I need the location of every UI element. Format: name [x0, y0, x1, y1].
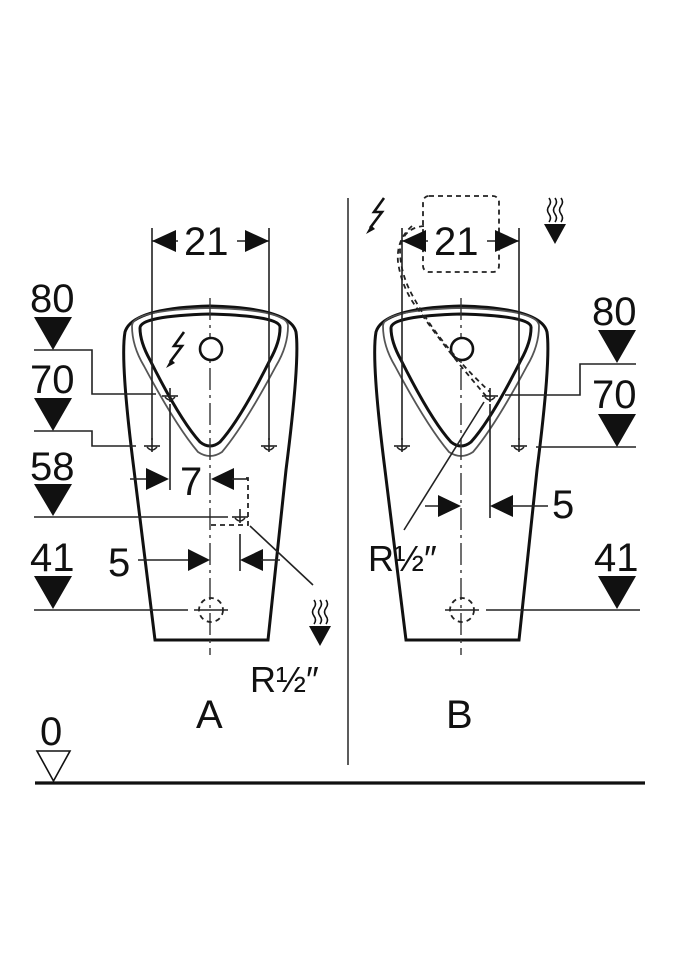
width-dimension-a: 21	[184, 220, 229, 264]
fixing-point	[393, 437, 411, 453]
urinal-b-inlet	[449, 336, 475, 362]
offset-dimension-5-b: 5	[552, 483, 574, 527]
height-41-b: 41	[594, 536, 639, 580]
pipe-thread-b: R½″	[368, 538, 437, 579]
width-dimension-b: 21	[434, 220, 479, 264]
view-b: 21 80 70 41 5 R½″ B	[366, 195, 640, 737]
water-supply-icon	[544, 197, 566, 244]
height-80-b: 80	[592, 290, 637, 334]
concealed-supply-box	[422, 195, 500, 273]
floor-level-label: 0	[40, 710, 62, 754]
electric-supply-icon	[166, 331, 186, 368]
fixing-point	[260, 437, 278, 453]
height-70-b: 70	[592, 373, 637, 417]
offset-dimension-7: 7	[180, 460, 202, 504]
urinal-a-inlet	[198, 336, 224, 362]
view-a: 21 80 70 58 41 7 5	[30, 220, 331, 737]
offset-dimension-5-a: 5	[108, 541, 130, 585]
urinal-b-bowl	[389, 312, 533, 448]
floor-reference: 0	[35, 710, 645, 785]
urinal-a-bowl-rim	[131, 307, 289, 457]
urinal-a-bowl	[138, 312, 282, 448]
height-58-a: 58	[30, 445, 75, 489]
height-70-a: 70	[30, 358, 75, 402]
fixing-point	[510, 437, 528, 453]
pipe-thread-a: R½″	[250, 659, 319, 700]
water-supply-icon	[309, 599, 331, 646]
fixing-point	[231, 508, 249, 524]
height-80-a: 80	[30, 277, 75, 321]
urinal-b-bowl-rim	[382, 307, 540, 457]
view-label-b: B	[446, 693, 473, 737]
electric-supply-icon	[366, 197, 386, 234]
height-41-a: 41	[30, 536, 75, 580]
floor-level-marker	[35, 750, 72, 783]
view-label-a: A	[196, 693, 223, 737]
fixing-point	[143, 437, 161, 453]
